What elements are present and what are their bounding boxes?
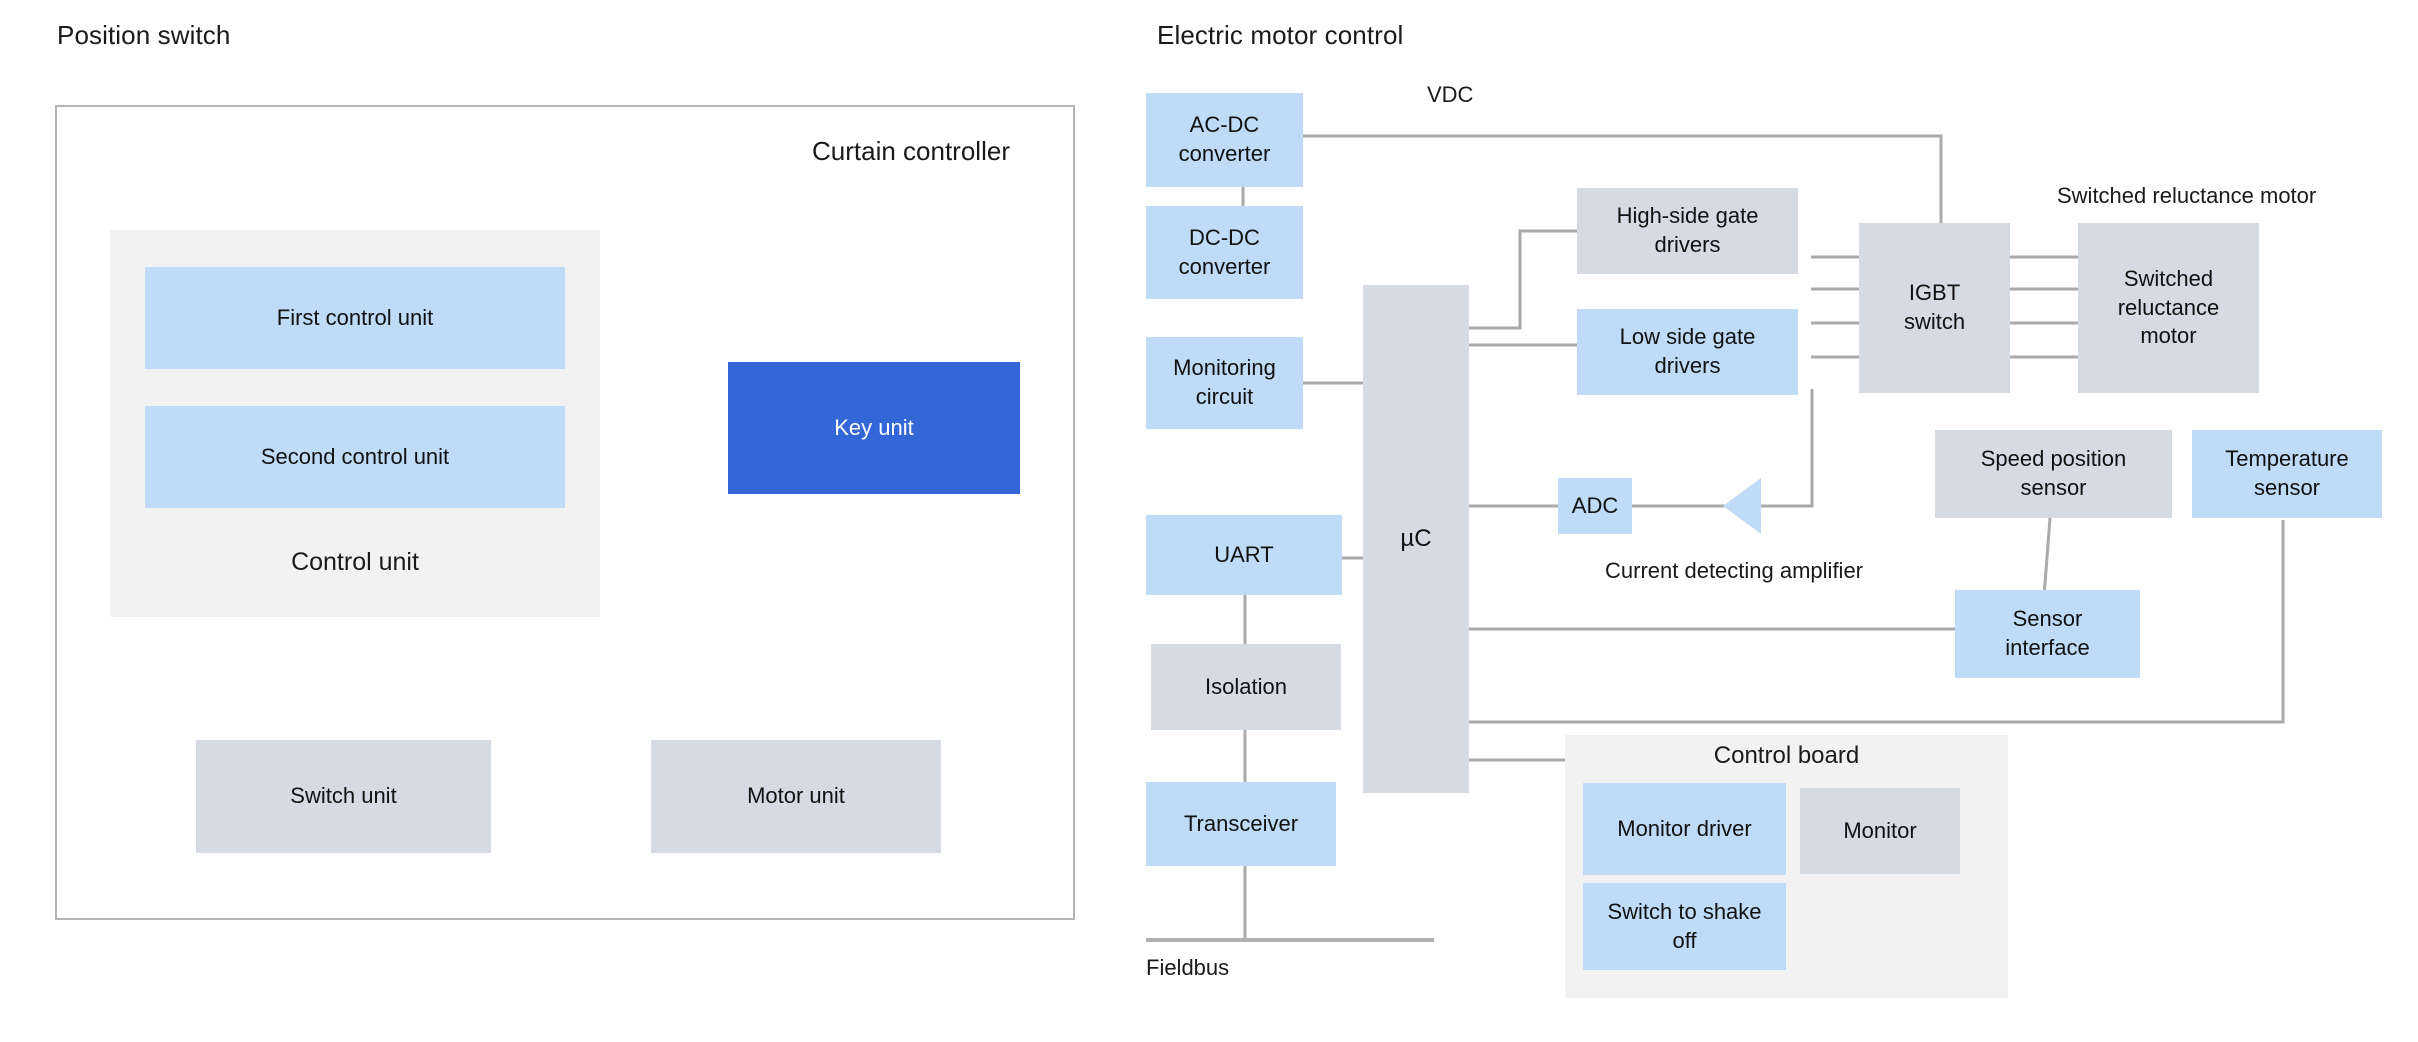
current-detecting-amplifier-symbol: [1723, 478, 1761, 534]
block-transceiver[interactable]: Transceiver: [1146, 782, 1336, 866]
block-ac-dc-converter[interactable]: AC-DC converter: [1146, 93, 1303, 187]
block-isolation[interactable]: Isolation: [1151, 644, 1341, 730]
label-switched-reluctance-motor-group: Switched reluctance motor: [2057, 183, 2317, 208]
block-first-control-unit[interactable]: First control unit: [145, 267, 565, 369]
block-adc[interactable]: ADC: [1558, 478, 1632, 534]
block-high-side-gate-drivers[interactable]: High-side gate drivers: [1577, 188, 1798, 274]
section-title-electric-motor-control: Electric motor control: [1157, 20, 1404, 50]
label-current-detecting-amplifier: Current detecting amplifier: [1605, 558, 1864, 583]
control-unit-group-label: Control unit: [291, 548, 419, 576]
label-vdc: VDC: [1427, 82, 1474, 107]
wire-mcu-to-high-side-drivers: [1469, 229, 1577, 330]
block-microcontroller[interactable]: µC: [1363, 285, 1469, 793]
block-switched-reluctance-motor[interactable]: Switched reluctance motor: [2078, 223, 2259, 393]
block-key-unit[interactable]: Key unit: [728, 362, 1020, 494]
block-sensor-interface[interactable]: Sensor interface: [1955, 590, 2140, 678]
curtain-controller-label: Curtain controller: [812, 136, 1010, 166]
block-switch-unit[interactable]: Switch unit: [196, 740, 491, 853]
block-monitor-driver[interactable]: Monitor driver: [1583, 783, 1786, 875]
block-temperature-sensor[interactable]: Temperature sensor: [2192, 430, 2382, 518]
wire-vdc-bus: [1302, 134, 1943, 223]
wire-mcu-to-temperature-sensor: [1469, 520, 2285, 724]
block-switch-to-shake-off[interactable]: Switch to shake off: [1583, 883, 1786, 970]
wire-amplifier-to-igbt-shunt: [1761, 389, 1814, 508]
block-monitoring-circuit[interactable]: Monitoring circuit: [1146, 337, 1303, 429]
block-uart[interactable]: UART: [1146, 515, 1342, 595]
control-board-label: Control board: [1713, 742, 1860, 769]
block-dc-dc-converter[interactable]: DC-DC converter: [1146, 206, 1303, 299]
block-monitor[interactable]: Monitor: [1800, 788, 1960, 874]
block-igbt-switch[interactable]: IGBT switch: [1859, 223, 2010, 393]
label-fieldbus: Fieldbus: [1146, 955, 1230, 980]
section-title-position-switch: Position switch: [57, 20, 231, 50]
block-low-side-gate-drivers[interactable]: Low side gate drivers: [1577, 309, 1798, 395]
block-motor-unit[interactable]: Motor unit: [651, 740, 941, 853]
block-second-control-unit[interactable]: Second control unit: [145, 406, 565, 508]
block-speed-position-sensor[interactable]: Speed position sensor: [1935, 430, 2172, 518]
